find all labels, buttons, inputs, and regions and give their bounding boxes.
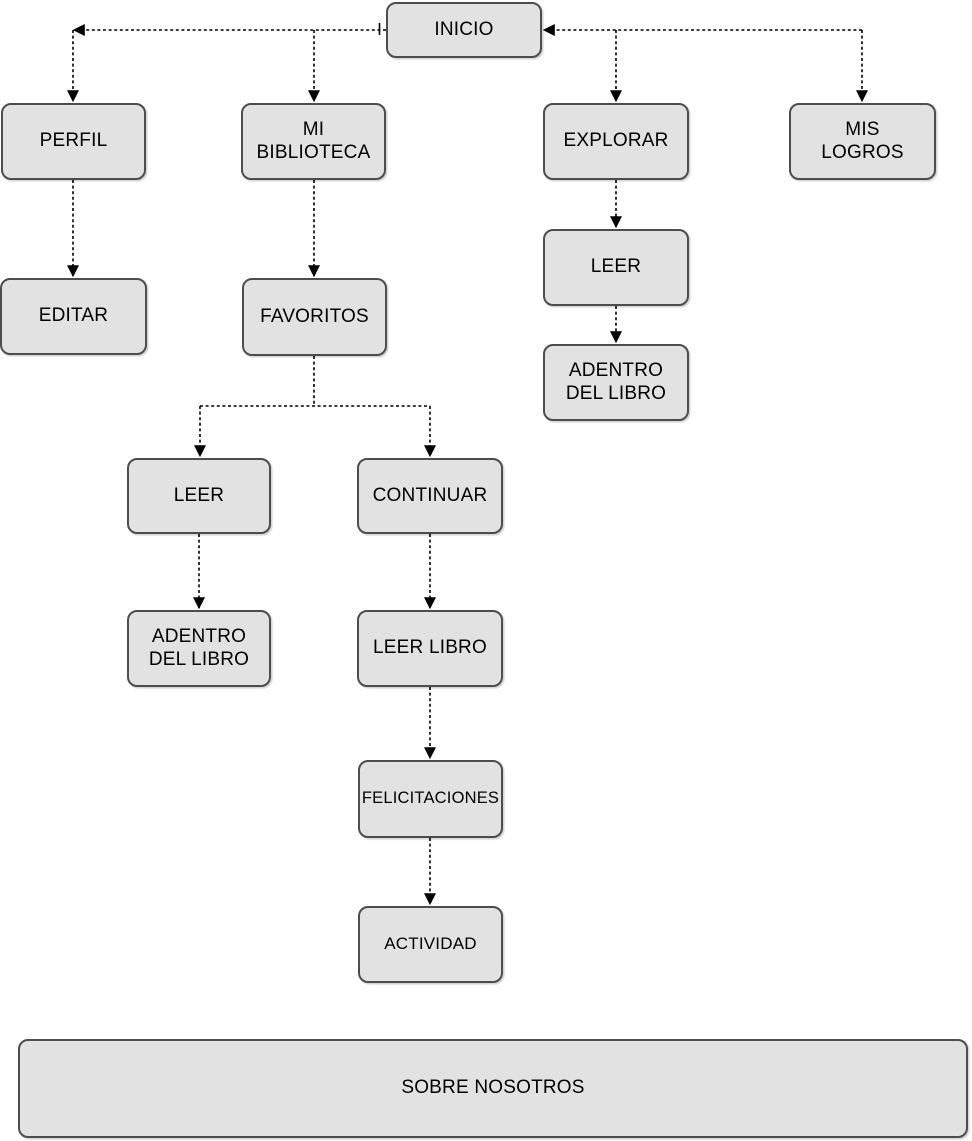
node-leer-libro: LEER LIBRO	[357, 610, 503, 687]
node-sobre-nosotros-label: SOBRE NOSOTROS	[401, 1077, 585, 1099]
node-editar-label: EDITAR	[38, 305, 109, 327]
node-explorar-adentro-del-libro-label: ADENTRO DEL LIBRO	[565, 359, 667, 404]
node-mis-logros: MIS LOGROS	[789, 103, 936, 180]
node-continuar: CONTINUAR	[357, 458, 503, 534]
node-explorar-leer: LEER	[543, 229, 689, 306]
node-favoritos: FAVORITOS	[242, 278, 387, 356]
node-felicitaciones-label: FELICITACIONES	[361, 789, 500, 808]
node-explorar-adentro-del-libro: ADENTRO DEL LIBRO	[543, 344, 689, 421]
node-editar: EDITAR	[0, 278, 147, 355]
node-explorar-leer-label: LEER	[590, 256, 642, 278]
node-mis-logros-label: MIS LOGROS	[821, 118, 904, 163]
node-sobre-nosotros: SOBRE NOSOTROS	[18, 1039, 968, 1138]
node-mi-biblioteca: MI BIBLIOTECA	[241, 103, 386, 180]
node-actividad: ACTIVIDAD	[358, 906, 503, 983]
node-favoritos-leer: LEER	[127, 458, 271, 534]
node-favoritos-adentro-del-libro: ADENTRO DEL LIBRO	[127, 610, 271, 687]
node-explorar: EXPLORAR	[543, 103, 689, 180]
node-inicio-label: INICIO	[434, 18, 494, 40]
node-mi-biblioteca-label: MI BIBLIOTECA	[256, 118, 371, 163]
node-explorar-label: EXPLORAR	[563, 130, 669, 152]
node-perfil-label: PERFIL	[39, 130, 108, 152]
node-leer-libro-label: LEER LIBRO	[373, 637, 487, 659]
node-favoritos-adentro-del-libro-label: ADENTRO DEL LIBRO	[148, 625, 250, 670]
node-perfil: PERFIL	[1, 103, 146, 180]
node-felicitaciones: FELICITACIONES	[358, 760, 503, 838]
node-inicio: INICIO	[386, 2, 542, 58]
node-actividad-label: ACTIVIDAD	[384, 934, 477, 954]
node-continuar-label: CONTINUAR	[372, 484, 488, 506]
node-favoritos-label: FAVORITOS	[260, 305, 369, 327]
node-favoritos-leer-label: LEER	[173, 484, 225, 506]
